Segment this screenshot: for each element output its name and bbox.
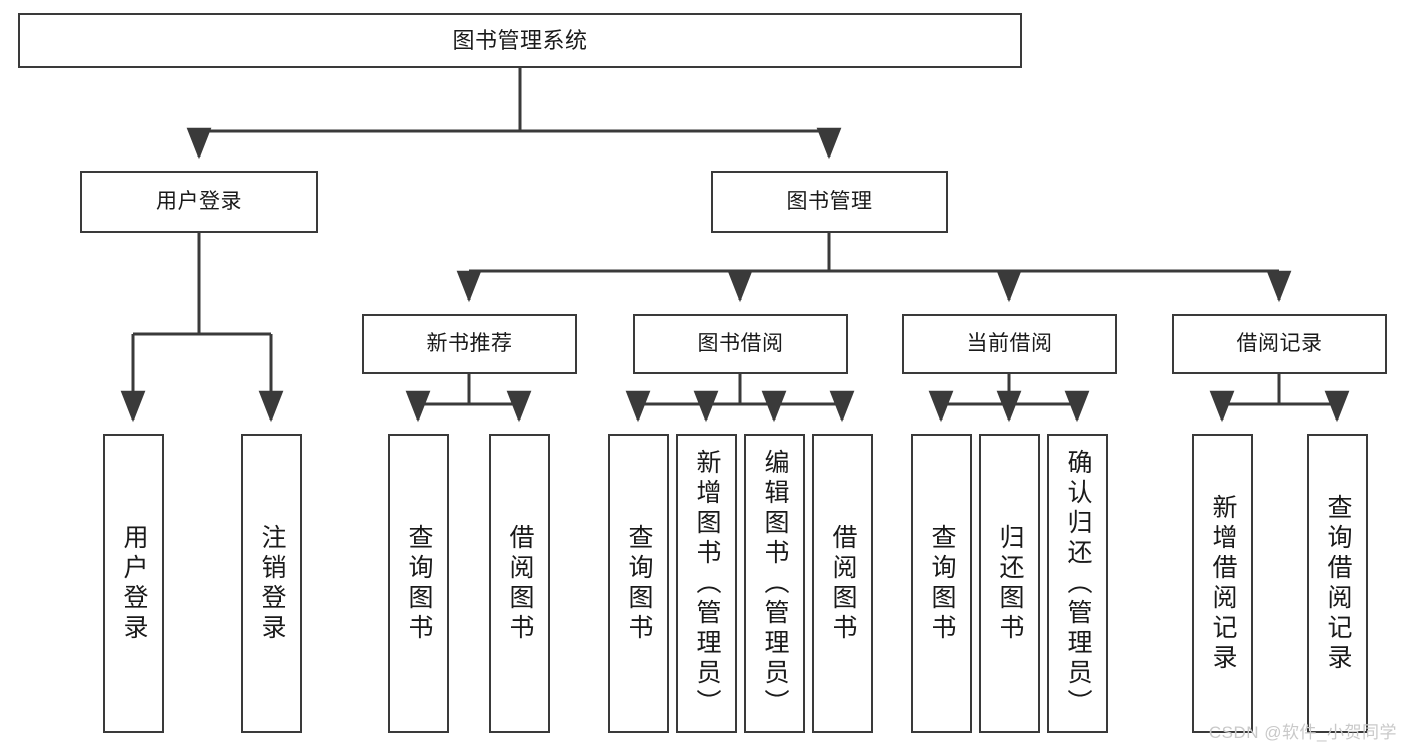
node-leaf-add-record[interactable]: 新增借阅记录 bbox=[1192, 434, 1253, 733]
node-borrow-record[interactable]: 借阅记录 bbox=[1172, 314, 1387, 374]
node-leaf-query-book-2[interactable]: 查询图书 bbox=[608, 434, 669, 733]
node-leaf-edit-book-label: 编辑图书（管理员） bbox=[761, 448, 789, 719]
node-leaf-logout[interactable]: 注销登录 bbox=[241, 434, 302, 733]
node-borrow-record-label: 借阅记录 bbox=[1236, 331, 1323, 355]
node-root-label: 图书管理系统 bbox=[452, 27, 588, 53]
node-leaf-query-book-3[interactable]: 查询图书 bbox=[911, 434, 972, 733]
node-leaf-return-book[interactable]: 归还图书 bbox=[979, 434, 1040, 733]
node-leaf-query-book-3-label: 查询图书 bbox=[928, 523, 956, 644]
node-leaf-add-book-label: 新增图书（管理员） bbox=[693, 448, 721, 719]
node-leaf-logout-label: 注销登录 bbox=[258, 523, 286, 644]
node-book-manage[interactable]: 图书管理 bbox=[711, 171, 948, 233]
node-new-book-rec[interactable]: 新书推荐 bbox=[362, 314, 577, 374]
node-leaf-borrow-book-2[interactable]: 借阅图书 bbox=[812, 434, 873, 733]
node-leaf-query-book-1-label: 查询图书 bbox=[405, 523, 433, 644]
node-leaf-user-login-label: 用户登录 bbox=[120, 523, 148, 644]
node-leaf-confirm-return[interactable]: 确认归还（管理员） bbox=[1047, 434, 1108, 733]
node-leaf-borrow-book-1[interactable]: 借阅图书 bbox=[489, 434, 550, 733]
node-leaf-user-login[interactable]: 用户登录 bbox=[103, 434, 164, 733]
node-leaf-borrow-book-2-label: 借阅图书 bbox=[829, 523, 857, 644]
node-book-borrow-label: 图书借阅 bbox=[697, 331, 784, 355]
node-leaf-add-record-label: 新增借阅记录 bbox=[1209, 493, 1237, 674]
node-new-book-rec-label: 新书推荐 bbox=[426, 331, 513, 355]
node-current-borrow[interactable]: 当前借阅 bbox=[902, 314, 1117, 374]
node-leaf-query-record[interactable]: 查询借阅记录 bbox=[1307, 434, 1368, 733]
node-current-borrow-label: 当前借阅 bbox=[966, 331, 1053, 355]
node-leaf-borrow-book-1-label: 借阅图书 bbox=[506, 523, 534, 644]
node-leaf-edit-book[interactable]: 编辑图书（管理员） bbox=[744, 434, 805, 733]
node-leaf-confirm-return-label: 确认归还（管理员） bbox=[1064, 448, 1092, 719]
node-leaf-query-record-label: 查询借阅记录 bbox=[1324, 493, 1352, 674]
node-leaf-query-book-1[interactable]: 查询图书 bbox=[388, 434, 449, 733]
node-root[interactable]: 图书管理系统 bbox=[18, 13, 1022, 68]
node-leaf-add-book[interactable]: 新增图书（管理员） bbox=[676, 434, 737, 733]
node-book-manage-label: 图书管理 bbox=[786, 189, 873, 213]
node-user-login-label: 用户登录 bbox=[156, 189, 242, 213]
node-book-borrow[interactable]: 图书借阅 bbox=[633, 314, 848, 374]
node-leaf-query-book-2-label: 查询图书 bbox=[625, 523, 653, 644]
node-leaf-return-book-label: 归还图书 bbox=[996, 523, 1024, 644]
node-user-login[interactable]: 用户登录 bbox=[80, 171, 318, 233]
